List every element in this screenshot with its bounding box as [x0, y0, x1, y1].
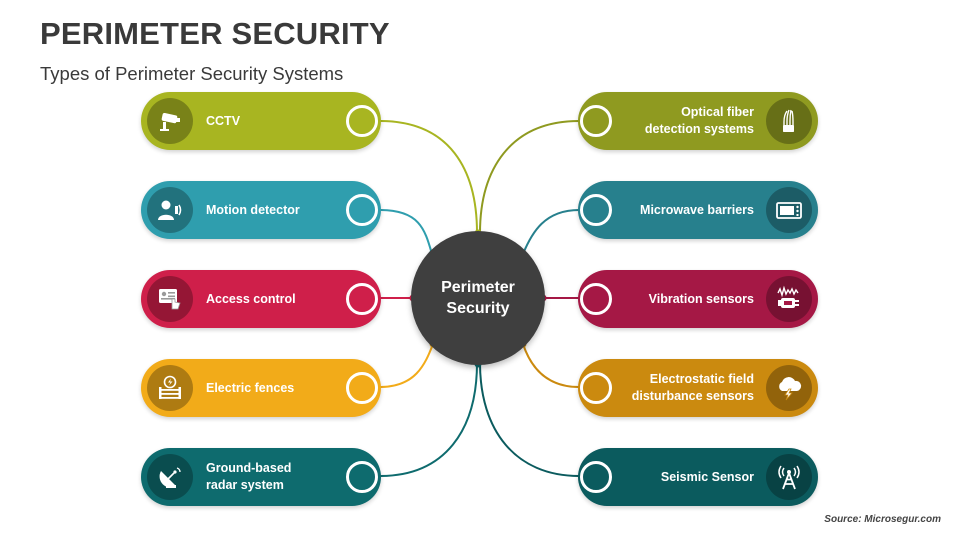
item-vibration-sensors: Vibration sensors	[578, 270, 818, 328]
item-access-control: Access control	[141, 270, 381, 328]
item-label: Seismic Sensor	[660, 469, 754, 484]
vibration-sensor-icon	[777, 285, 799, 308]
connector-electric-fences	[379, 343, 434, 388]
page-subtitle: Types of Perimeter Security Systems	[40, 63, 344, 84]
item-label: CCTV	[206, 113, 241, 128]
cctv-camera-icon	[160, 113, 180, 131]
access-control-icon-circle	[147, 276, 193, 322]
connector-ring	[346, 194, 378, 226]
cctv-icon-circle	[147, 98, 193, 144]
item-ground-radar: Ground-based radar system	[141, 448, 381, 506]
item-label: Access control	[206, 291, 296, 306]
seismic-tower-icon	[778, 465, 800, 490]
electric-fences-icon-circle	[147, 365, 193, 411]
connector-ring	[346, 372, 378, 404]
storm-cloud-icon	[779, 377, 802, 401]
microwave-icon	[776, 202, 802, 219]
access-control-icon	[159, 289, 181, 310]
storm-cloud-icon-circle	[766, 365, 812, 411]
connector-ring	[346, 283, 378, 315]
connector-ring	[580, 372, 612, 404]
motion-detector-icon	[158, 200, 182, 220]
center-label: Perimeter Security	[441, 279, 515, 317]
electric-fence-icon	[159, 375, 181, 399]
optical-fiber-icon	[783, 109, 794, 132]
item-electric-fences: Electric fences	[141, 359, 381, 417]
connector-ring	[580, 105, 612, 137]
item-electrostatic-sensors: Electrostatic field disturbance sensors	[578, 359, 818, 417]
radar-icon-circle	[147, 454, 193, 500]
center-hub: Perimeter Security	[411, 231, 545, 365]
connector-optical-fiber	[479, 120, 580, 234]
connector-motion-detector	[379, 209, 433, 255]
item-label: Electrostatic field disturbance sensors	[631, 372, 754, 403]
item-seismic-sensor: Seismic Sensor	[578, 448, 818, 506]
item-label: Optical fiber detection systems	[644, 105, 754, 136]
item-motion-detector: Motion detector	[141, 181, 381, 239]
radar-dish-icon	[159, 467, 181, 488]
seismic-tower-icon-circle	[766, 454, 812, 500]
item-label: Electric fences	[206, 380, 295, 395]
connector-cctv	[379, 120, 478, 234]
item-cctv: CCTV	[141, 92, 381, 150]
item-label: Ground-based radar system	[206, 461, 292, 492]
source-credit: Source: Microsegur.com	[824, 514, 941, 525]
page-title: PERIMETER SECURITY	[40, 16, 390, 51]
motion-detector-icon-circle	[147, 187, 193, 233]
connector-radar	[379, 362, 478, 477]
connector-ring	[580, 461, 612, 493]
connector-electrostatic	[522, 343, 580, 388]
optical-fiber-icon-circle	[766, 98, 812, 144]
connector-seismic	[479, 362, 580, 477]
item-label: Microwave barriers	[640, 202, 754, 217]
connector-ring	[580, 283, 612, 315]
item-optical-fiber: Optical fiber detection systems	[578, 92, 818, 150]
item-label: Motion detector	[206, 202, 300, 217]
vibration-sensor-icon-circle	[766, 276, 812, 322]
item-microwave-barriers: Microwave barriers	[578, 181, 818, 239]
connector-ring	[346, 461, 378, 493]
connector-ring	[346, 105, 378, 137]
item-label: Vibration sensors	[648, 291, 754, 306]
microwave-icon-circle	[766, 187, 812, 233]
connector-ring	[580, 194, 612, 226]
connector-microwave	[522, 209, 580, 255]
